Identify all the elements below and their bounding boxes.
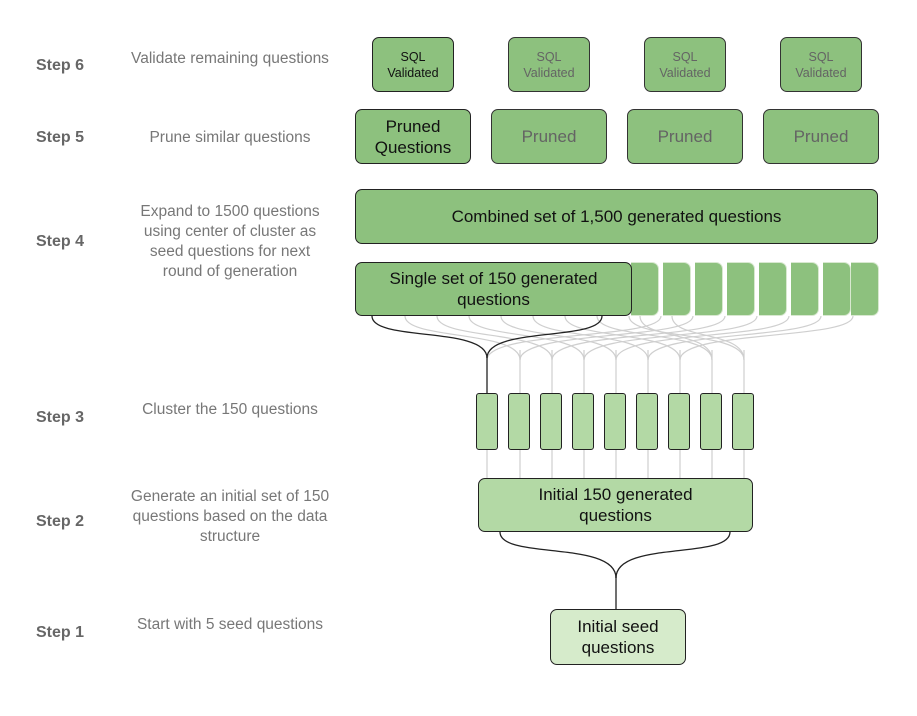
stacked-set xyxy=(663,262,691,316)
step-4-description: Expand to 1500 questions using center of… xyxy=(140,203,320,280)
stacked-set xyxy=(727,262,755,316)
cluster-box xyxy=(540,393,562,450)
seed-questions-box: Initial seed questions xyxy=(550,609,686,665)
step-6-label: Step 6 xyxy=(36,57,85,74)
stacked-set xyxy=(695,262,723,316)
stacked-set xyxy=(631,262,659,316)
sql-validated-box: SQL Validated xyxy=(644,37,726,92)
cluster-box xyxy=(476,393,498,450)
step-2-description: Generate an initial set of 150 questions… xyxy=(130,488,330,545)
pruned-box: Pruned xyxy=(491,109,607,164)
pruned-box: Pruned Questions xyxy=(355,109,471,164)
step-2-label: Step 2 xyxy=(36,513,85,530)
cluster-box xyxy=(700,393,722,450)
pruned-box: Pruned xyxy=(763,109,879,164)
initial-generated-box: Initial 150 generated questions xyxy=(478,478,753,532)
step-3-label: Step 3 xyxy=(36,409,85,426)
stacked-set xyxy=(759,262,787,316)
cluster-box xyxy=(604,393,626,450)
step-1-description: Start with 5 seed questions xyxy=(136,616,324,633)
step-1-label: Step 1 xyxy=(36,624,85,641)
stacked-set xyxy=(791,262,819,316)
sql-validated-box: SQL Validated xyxy=(372,37,454,92)
combined-set-box: Combined set of 1,500 generated question… xyxy=(355,189,878,244)
step-5-label: Step 5 xyxy=(36,129,85,146)
step-6-description: Validate remaining questions xyxy=(131,50,329,67)
sql-validated-box: SQL Validated xyxy=(780,37,862,92)
step-3-description: Cluster the 150 questions xyxy=(142,401,318,418)
step-5-description: Prune similar questions xyxy=(149,129,311,146)
stacked-set xyxy=(851,262,879,316)
step-4-label: Step 4 xyxy=(36,233,85,250)
cluster-box xyxy=(732,393,754,450)
cluster-box xyxy=(636,393,658,450)
sql-validated-box: SQL Validated xyxy=(508,37,590,92)
pruned-box: Pruned xyxy=(627,109,743,164)
cluster-box xyxy=(572,393,594,450)
stacked-set xyxy=(823,262,851,316)
cluster-box xyxy=(668,393,690,450)
cluster-box xyxy=(508,393,530,450)
single-set-box: Single set of 150 generated questions xyxy=(355,262,632,316)
